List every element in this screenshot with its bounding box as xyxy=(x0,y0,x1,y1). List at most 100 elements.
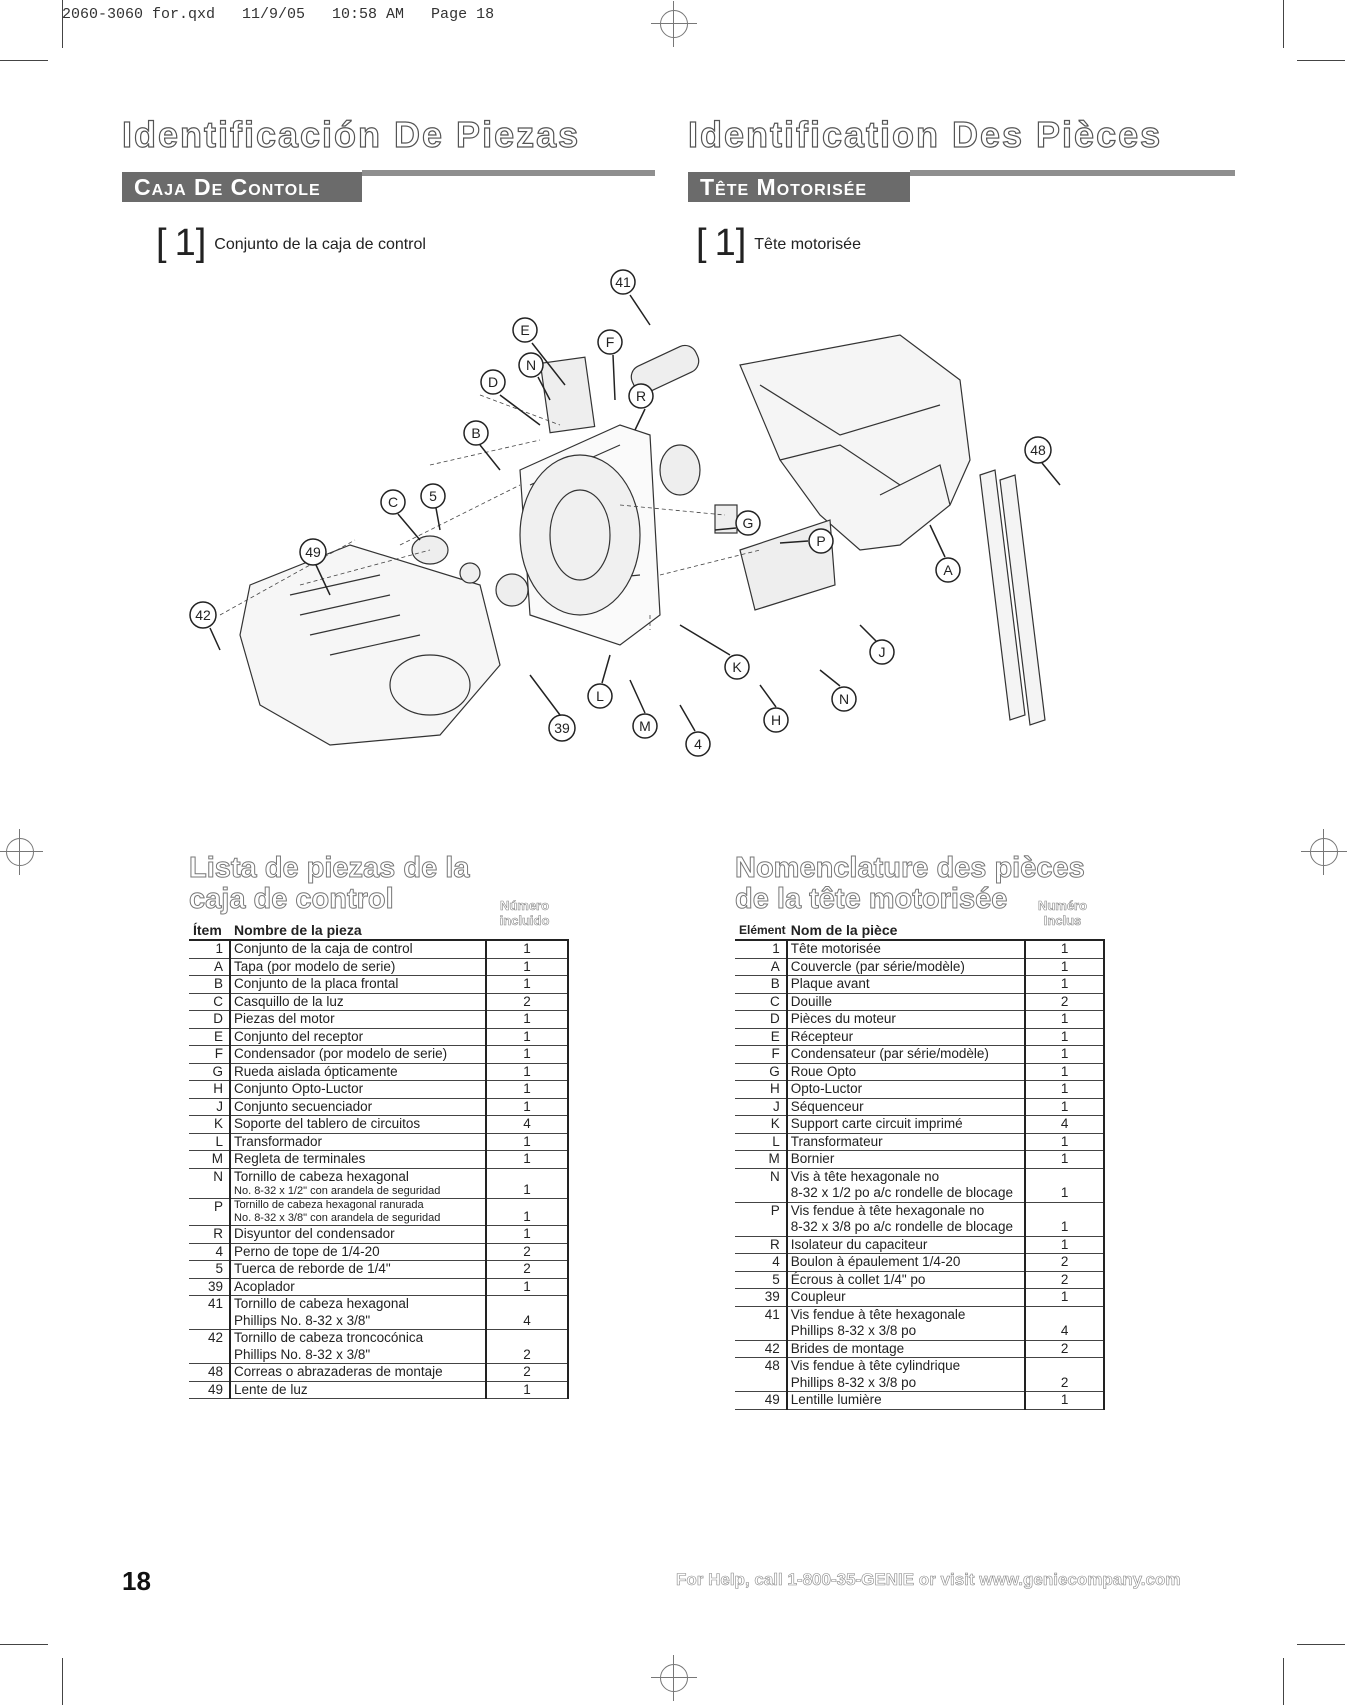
row-item: J xyxy=(735,1098,788,1116)
row-item: 4 xyxy=(189,1243,232,1261)
crop-mark xyxy=(1297,60,1345,61)
left-band-label: Caja De Contole xyxy=(134,174,321,200)
svg-text:H: H xyxy=(771,712,781,728)
callout-42: 42 xyxy=(189,601,217,629)
row-name: Brides de montage xyxy=(786,1340,1027,1358)
row-item: D xyxy=(735,1010,788,1029)
svg-text:4: 4 xyxy=(694,736,702,752)
row-item: 42 xyxy=(735,1340,788,1358)
row-name: Boulon à épaulement 1/4-20 xyxy=(786,1253,1027,1272)
row-item: G xyxy=(189,1063,232,1081)
right-col-qty xyxy=(1025,922,1104,941)
row-qty: 2 xyxy=(1025,1253,1105,1272)
callout-N-lower: N xyxy=(831,686,857,712)
row-item: N xyxy=(735,1168,788,1203)
callout-G: G xyxy=(735,510,761,536)
row-name: Tuerca de reborde de 1/4" xyxy=(230,1260,487,1279)
row-qty: 2 xyxy=(485,1243,570,1261)
row-qty: 1 xyxy=(1025,975,1105,994)
row-qty: 4 xyxy=(485,1115,570,1134)
row-name: Pièces du moteur xyxy=(786,1010,1027,1029)
crop-mark xyxy=(1283,0,1284,48)
row-qty: 1 xyxy=(1025,1288,1105,1307)
row-name: Condensador (por modelo de serie) xyxy=(230,1045,487,1064)
row-item: A xyxy=(735,958,788,976)
row-name: Plaque avant xyxy=(786,975,1027,994)
row-qty: 2 xyxy=(1025,1340,1105,1358)
registration-mark xyxy=(651,1655,697,1701)
row-qty: 1 xyxy=(485,940,570,959)
svg-text:G: G xyxy=(743,515,754,531)
svg-text:C: C xyxy=(388,494,398,510)
svg-text:D: D xyxy=(488,374,498,390)
row-item: P xyxy=(735,1202,788,1237)
row-qty: 1 xyxy=(1025,1133,1105,1151)
row-qty: 1 xyxy=(485,1133,570,1151)
row-name: Conjunto secuenciador xyxy=(230,1098,487,1116)
left-section-title: Identificación De Piezas xyxy=(121,113,581,155)
svg-text:A: A xyxy=(943,562,953,578)
right-subitem: [1]Tête motorisée xyxy=(696,222,861,264)
row-name: Conjunto Opto-Luctor xyxy=(230,1080,487,1099)
row-name: Rueda aislada ópticamente xyxy=(230,1063,487,1081)
row-qty: 1 xyxy=(1025,1063,1105,1081)
row-name: Soporte del tablero de circuitos xyxy=(230,1115,487,1134)
svg-text:M: M xyxy=(639,718,651,734)
svg-text:N: N xyxy=(526,357,536,373)
row-qty: 1 xyxy=(485,1198,570,1226)
row-qty: 1 xyxy=(485,1063,570,1081)
strap-shape xyxy=(999,474,1046,726)
row-item: R xyxy=(189,1225,232,1244)
svg-text:F: F xyxy=(606,334,615,350)
row-item: M xyxy=(189,1150,232,1169)
row-item: 5 xyxy=(189,1260,232,1279)
callout-39: 39 xyxy=(548,714,576,742)
row-name: Conjunto de la caja de control xyxy=(230,940,487,959)
row-item: 48 xyxy=(189,1363,232,1382)
print-slug: 2060-3060 for.qxd 11/9/05 10:58 AM Page … xyxy=(62,6,495,23)
right-list-title: Nomenclature des pièces de la tête motor… xyxy=(735,852,1086,915)
row-item: 49 xyxy=(735,1391,788,1410)
row-qty: 1 xyxy=(1025,1045,1105,1064)
row-qty: 2 xyxy=(485,1260,570,1279)
light-lens-shape xyxy=(239,544,501,746)
callout-48: 48 xyxy=(1024,436,1052,464)
registration-mark xyxy=(0,829,43,875)
row-item: B xyxy=(735,975,788,994)
row-qty: 4 xyxy=(1025,1306,1105,1341)
callout-F: F xyxy=(597,329,623,355)
svg-text:5: 5 xyxy=(429,488,437,504)
row-qty: 1 xyxy=(485,1381,570,1399)
left-col-name: Nombre de la pieza xyxy=(230,922,486,941)
row-name: Regleta de terminales xyxy=(230,1150,487,1169)
motor-shape xyxy=(519,454,641,616)
callout-4: 4 xyxy=(685,731,711,757)
row-name: Acoplador xyxy=(230,1278,487,1296)
callout-M: M xyxy=(632,713,658,739)
left-band-rule xyxy=(362,170,655,176)
row-qty: 1 xyxy=(485,1150,570,1169)
